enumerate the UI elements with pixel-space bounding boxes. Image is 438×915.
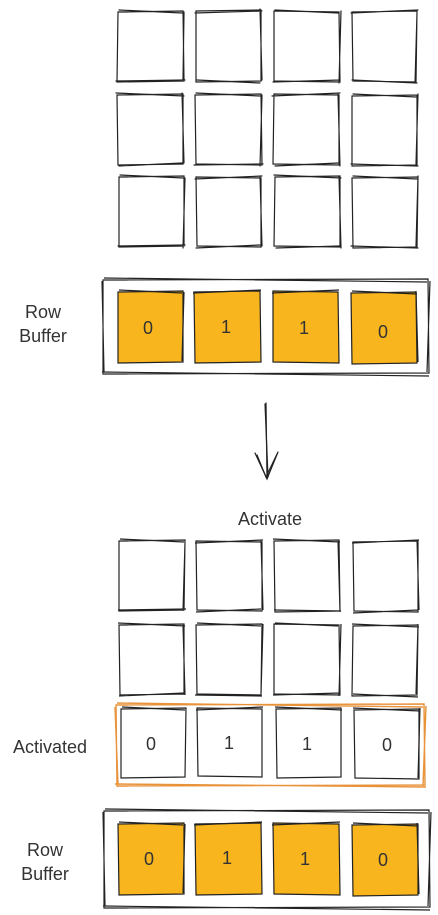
memory-cell — [194, 622, 264, 697]
activated-bit: 0 — [146, 734, 156, 754]
memory-cell — [273, 174, 342, 249]
memory-cell — [194, 539, 264, 613]
buffer-cell — [351, 823, 419, 897]
memory-cell — [115, 92, 185, 167]
row-buffer-cells — [117, 821, 420, 897]
memory-cell — [193, 92, 264, 167]
activated-cell — [120, 707, 187, 779]
activated-row: 0 1 1 0 — [114, 702, 427, 788]
memory-cell — [117, 174, 186, 249]
memory-cell — [351, 539, 420, 614]
memory-cell — [271, 92, 341, 167]
memory-cell — [117, 538, 187, 612]
buffer-bit: 0 — [143, 318, 153, 338]
buffer-bit: 1 — [300, 849, 310, 869]
row-buffer-bottom: 0 1 1 0 — [102, 808, 432, 911]
buffer-bit: 0 — [144, 849, 154, 869]
memory-cell — [350, 175, 419, 249]
down-arrow-icon — [254, 402, 279, 481]
buffer-bit: 1 — [222, 848, 232, 868]
buffer-bit: 0 — [378, 322, 388, 342]
row-buffer-bottom-label: Row Buffer — [21, 840, 69, 884]
buffer-bit: 1 — [299, 318, 309, 338]
memory-cell — [194, 8, 263, 84]
memory-cell — [117, 622, 186, 697]
activated-bit: 1 — [224, 733, 234, 753]
buffer-cell — [350, 291, 418, 365]
memory-cell — [194, 175, 263, 249]
buffer-cell — [117, 290, 184, 364]
buffer-bit: 0 — [378, 850, 388, 870]
row-buffer-frame — [101, 277, 431, 377]
memory-cell — [115, 9, 186, 83]
row-buffer-top-label: Row Buffer — [19, 302, 67, 346]
memory-cell — [350, 9, 419, 84]
activated-cells — [120, 706, 421, 780]
buffer-cell-sketch — [118, 289, 419, 363]
activated-label: Activated — [12, 737, 88, 757]
buffer-bit: 1 — [221, 317, 231, 337]
memory-array-top — [115, 8, 419, 249]
activated-cell — [275, 707, 342, 779]
row-buffer-frame — [102, 808, 432, 911]
buffer-cell — [117, 822, 185, 896]
buffer-cell — [272, 290, 340, 364]
memory-cell — [351, 623, 420, 698]
row-buffer-top: 0 1 1 0 — [101, 277, 431, 377]
activate-label: Activate — [237, 509, 303, 529]
buffer-cell — [272, 822, 341, 896]
memory-cell — [272, 9, 342, 84]
buffer-cell-sketch — [118, 821, 420, 895]
memory-array-bottom — [117, 538, 420, 698]
activated-row-frame — [114, 702, 427, 788]
activated-bit: 1 — [302, 734, 312, 754]
activated-cell-sketch — [121, 706, 421, 779]
activated-cell — [353, 708, 420, 780]
memory-cell — [272, 622, 342, 697]
activated-cell — [196, 707, 263, 778]
activated-bit: 0 — [382, 735, 392, 755]
row-buffer-cells — [117, 289, 419, 365]
memory-cell — [272, 538, 342, 613]
memory-cell — [350, 93, 419, 167]
